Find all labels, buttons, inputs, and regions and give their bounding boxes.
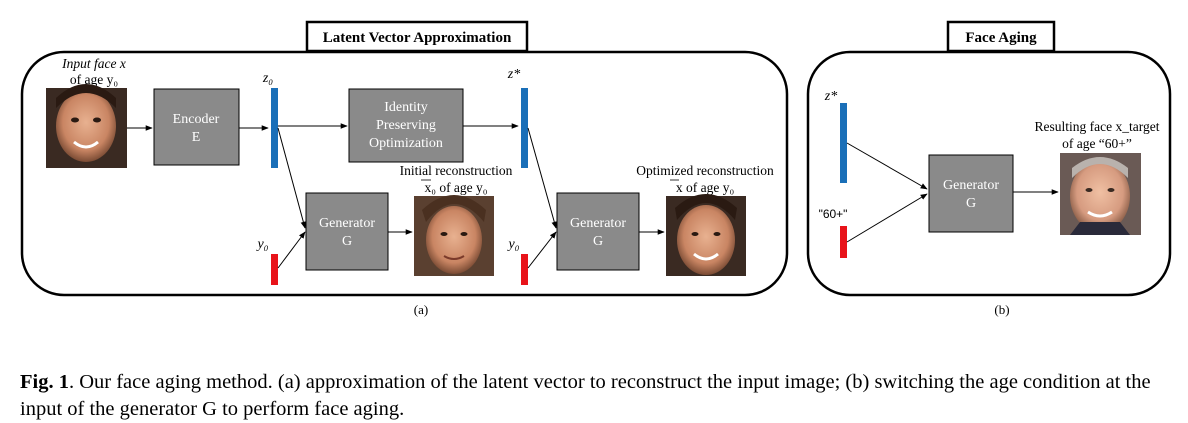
panel-b-title-box — [946, 20, 1056, 53]
result-label-line1: Resulting face x_target — [1035, 119, 1160, 134]
generator-2-label: Generator — [570, 216, 626, 231]
generator-box-1 — [305, 192, 389, 271]
panel-b-generator-label: Generator — [943, 178, 999, 193]
y0-condition-bar-1 — [271, 254, 278, 285]
identity-preserving-box — [348, 88, 464, 163]
figure-caption: Fig. 1. Our face aging method. (a) appro… — [20, 369, 1170, 423]
y0-label-1: y₀ — [255, 237, 268, 252]
initial-recon-label-line1: Initial reconstruction — [400, 163, 513, 178]
identity-label-line3: Optimization — [369, 136, 443, 151]
panel-b-zstar-label: z* — [824, 89, 837, 104]
identity-label-line2: Preserving — [376, 118, 436, 133]
panel-b-sublabel: (b) — [994, 302, 1009, 317]
panel-a-title-box — [305, 20, 529, 53]
panel-a-title: Latent Vector Approximation — [323, 30, 512, 46]
panel-b-title: Face Aging — [965, 30, 1037, 46]
caption-text: . Our face aging method. (a) approximati… — [20, 371, 1151, 420]
age-condition-bar — [840, 226, 847, 258]
y0-condition-bar-2 — [521, 254, 528, 285]
panel-b-generator-symbol: G — [966, 196, 976, 211]
input-face-label-line2: of age y₀ — [70, 72, 118, 87]
panel-b: Face Aging z* "60+" Generator G Resultin… — [806, 20, 1172, 317]
panel-b-generator-box — [928, 154, 1014, 233]
optimized-recon-label-line1: Optimized reconstruction — [636, 163, 774, 178]
z0-label: z₀ — [262, 71, 273, 86]
encoder-symbol: E — [192, 130, 201, 145]
y0-label-2: y₀ — [506, 237, 519, 252]
panel-b-zstar-bar — [840, 103, 847, 183]
encoder-box — [153, 88, 240, 166]
encoder-label: Encoder — [173, 112, 220, 127]
age-condition-label: "60+" — [819, 207, 848, 221]
zstar-label: z* — [507, 67, 520, 82]
identity-label-line1: Identity — [384, 100, 428, 115]
panel-a-sublabel: (a) — [414, 302, 428, 317]
generator-box-2 — [556, 192, 640, 271]
generator-1-label: Generator — [319, 216, 375, 231]
input-face-label-line1: Input face x — [61, 56, 126, 71]
optimized-recon-label-line2: x of age y₀ — [676, 180, 735, 195]
generator-1-symbol: G — [342, 234, 352, 249]
panel-a: Latent Vector Approximation Input face x… — [20, 20, 789, 317]
aged-face-image — [1060, 153, 1141, 235]
zstar-latent-bar — [521, 88, 528, 168]
optimized-reconstruction-image — [666, 194, 746, 276]
result-label-line2: of age “60+” — [1062, 136, 1132, 151]
initial-reconstruction-image — [414, 195, 494, 276]
figure-label: Fig. 1 — [20, 371, 69, 393]
initial-recon-label-line2: x₀ of age y₀ — [424, 180, 487, 195]
generator-2-symbol: G — [593, 234, 603, 249]
z0-latent-bar — [271, 88, 278, 168]
input-face-image — [46, 84, 127, 168]
